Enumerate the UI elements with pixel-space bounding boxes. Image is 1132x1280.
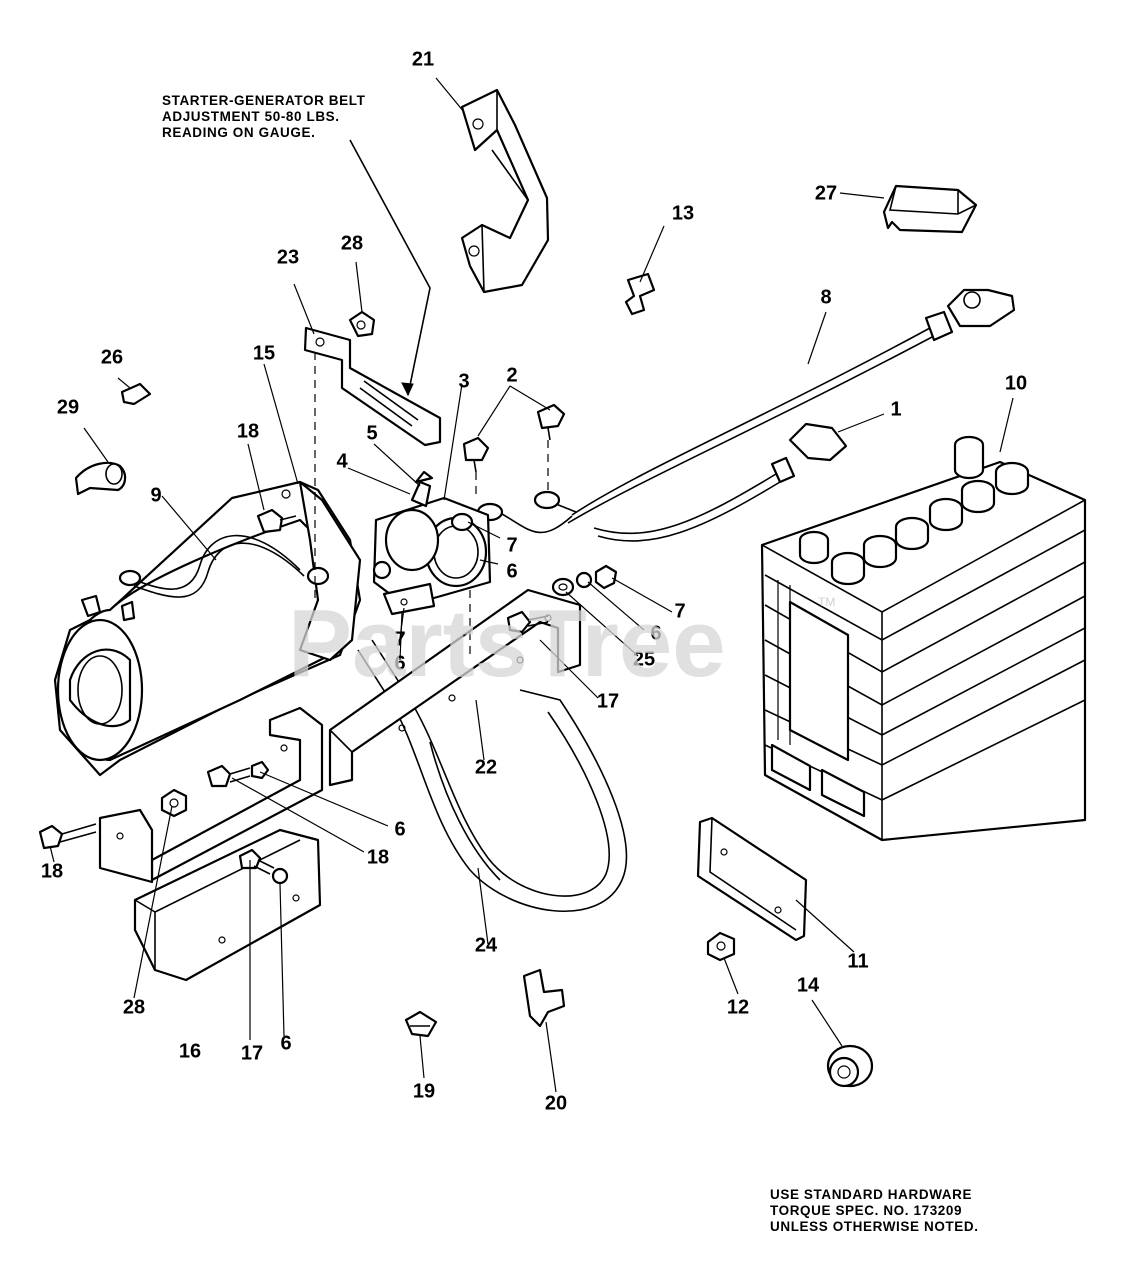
part-10-battery <box>760 435 1087 842</box>
callout-17-bottom: 17 <box>241 1042 263 1064</box>
lower-hardware <box>160 788 289 885</box>
part-26-clip <box>120 382 152 406</box>
callout-14: 14 <box>797 974 820 996</box>
callout-8: 8 <box>820 286 831 308</box>
hardware-note: USE STANDARD HARDWARE TORQUE SPEC. NO. 1… <box>770 1187 979 1234</box>
watermark: PartsTree TM <box>288 590 835 697</box>
belt-note-line-1: STARTER-GENERATOR BELT <box>162 93 366 108</box>
part-24-belt <box>357 639 628 912</box>
callout-9: 9 <box>150 484 161 506</box>
watermark-text: PartsTree <box>288 590 726 697</box>
part-27-terminal-cap <box>882 184 978 234</box>
callout-26: 26 <box>101 346 123 368</box>
callout-6-lower: 6 <box>394 652 405 674</box>
callout-27: 27 <box>815 182 837 204</box>
callout-28-bottom: 28 <box>123 996 145 1018</box>
leader-lines <box>49 77 1014 1093</box>
callout-11: 11 <box>847 950 868 972</box>
part-23-adjusting-bracket <box>303 310 442 447</box>
part-19-clip <box>404 1010 438 1038</box>
part-22-mounting-bracket <box>328 588 582 787</box>
part-13-clip <box>624 272 656 316</box>
part-12-nut <box>706 931 736 962</box>
callout-18-mid: 18 <box>367 846 389 868</box>
callout-1: 1 <box>890 398 901 420</box>
callout-6-stack: 6 <box>650 622 661 644</box>
callout-2: 2 <box>506 364 517 386</box>
callout-3: 3 <box>458 370 469 392</box>
battery-cell-caps <box>798 435 1030 586</box>
part-18-bolts <box>38 760 270 850</box>
callout-18-top: 18 <box>237 420 259 442</box>
callout-13: 13 <box>672 202 694 224</box>
callout-22: 22 <box>475 756 497 778</box>
callout-28-top: 28 <box>341 232 363 254</box>
callout-24: 24 <box>475 934 498 956</box>
hardware-note-line-2: TORQUE SPEC. NO. 173209 <box>770 1203 962 1218</box>
part-1-ground-cable <box>593 422 848 542</box>
starter-generator <box>53 352 362 777</box>
callout-7-lower: 7 <box>394 628 405 650</box>
callout-6-bottom: 6 <box>280 1032 291 1054</box>
part-8-battery-cable <box>567 288 1016 524</box>
callout-16: 16 <box>179 1040 201 1062</box>
callout-25: 25 <box>633 648 655 670</box>
callout-labels: 21 27 13 28 23 8 15 26 2 10 3 1 29 18 5 … <box>41 48 1027 1114</box>
callout-15: 15 <box>253 342 275 364</box>
belt-note-line-3: READING ON GAUGE. <box>162 125 315 140</box>
callout-17-bracket: 17 <box>597 690 619 712</box>
part-29-boot <box>74 461 127 496</box>
callout-19: 19 <box>413 1080 435 1102</box>
part-2-bolts <box>462 403 577 534</box>
callout-12: 12 <box>727 996 749 1018</box>
callout-20: 20 <box>545 1092 567 1114</box>
callout-21: 21 <box>412 48 434 70</box>
hardware-note-line-3: UNLESS OTHERWISE NOTED. <box>770 1219 979 1234</box>
callout-5: 5 <box>366 422 377 444</box>
part-20-clip <box>522 968 566 1028</box>
callout-7-solenoid: 7 <box>506 534 517 556</box>
hardware-note-line-1: USE STANDARD HARDWARE <box>770 1187 972 1202</box>
callout-10: 10 <box>1005 372 1027 394</box>
part-17-bolt <box>506 610 549 634</box>
part-21-belt-guard <box>460 88 550 294</box>
callout-6-bracket: 6 <box>394 818 405 840</box>
part-14-grommet <box>826 1044 874 1088</box>
part-11-hold-down <box>696 816 808 942</box>
callout-23: 23 <box>277 246 299 268</box>
belt-note-line-2: ADJUSTMENT 50-80 LBS. <box>162 109 340 124</box>
belt-adjustment-note: STARTER-GENERATOR BELT ADJUSTMENT 50-80 … <box>162 93 366 140</box>
callout-6-solenoid: 6 <box>506 560 517 582</box>
callout-4: 4 <box>336 450 348 472</box>
watermark-trademark: TM <box>818 595 835 609</box>
hardware-stack-25-6-7 <box>551 564 618 597</box>
callout-18-left: 18 <box>41 860 63 882</box>
callout-29: 29 <box>57 396 79 418</box>
callout-7-stack: 7 <box>674 600 685 622</box>
